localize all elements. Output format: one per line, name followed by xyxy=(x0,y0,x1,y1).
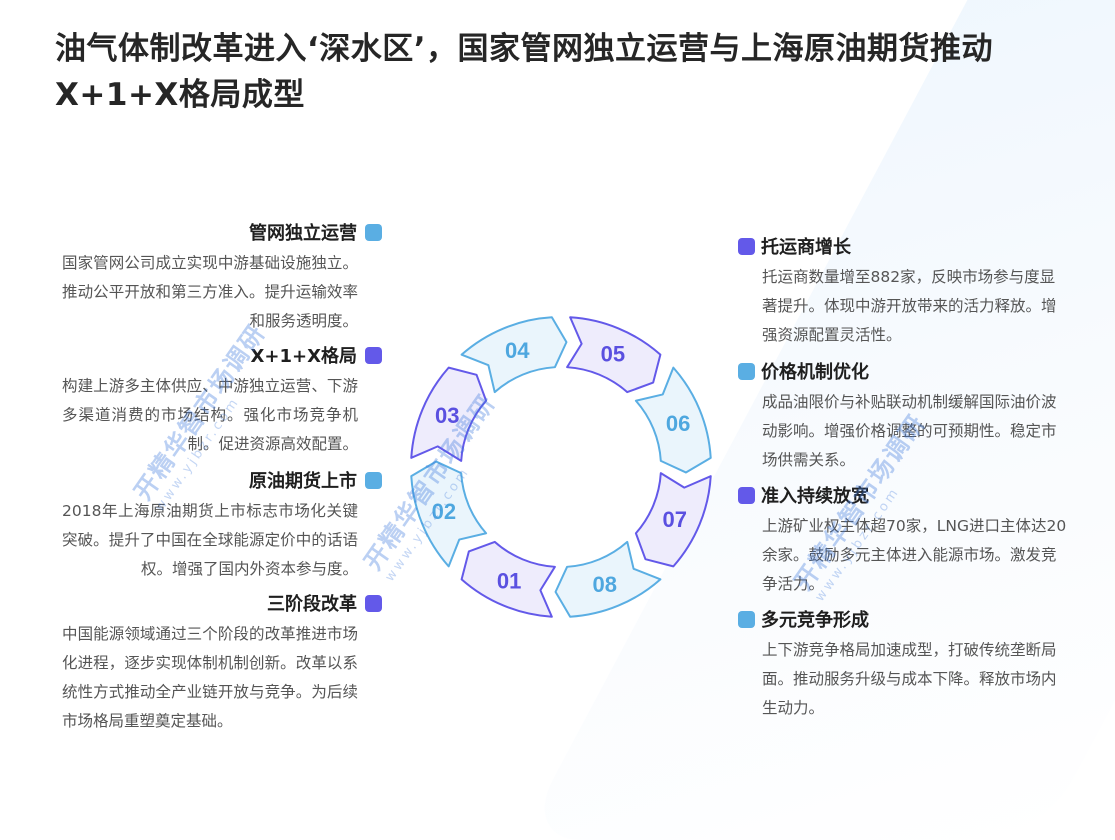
cycle-segment-label: 06 xyxy=(666,411,690,436)
cycle-segment-label: 05 xyxy=(601,341,625,366)
item-title: 管网独立运营 xyxy=(249,223,357,244)
right-item-access: 准入持续放宽 上游矿业权主体超70家，LNG进口主体达20余家。鼓励多元主体进入… xyxy=(738,482,1068,599)
item-description: 国家管网公司成立实现中游基础设施独立。推动公平开放和第三方准入。提升运输效率和服… xyxy=(62,254,358,330)
cycle-arrow-segment-01 xyxy=(460,540,556,618)
square-marker-icon xyxy=(738,610,755,628)
page-title: 油气体制改革进入‘深水区’，国家管网独立运营与上海原油期货推动X+1+X格局成型 xyxy=(55,31,994,113)
square-marker-icon xyxy=(365,471,382,489)
cycle-segments: 01 02 03 04 05 06 07 08 xyxy=(410,316,712,618)
square-marker-icon xyxy=(365,346,382,364)
item-title: 托运商增长 xyxy=(761,237,851,258)
cycle-arrow-segment-05 xyxy=(566,316,662,394)
square-marker-icon xyxy=(365,223,382,241)
cycle-segment-label: 03 xyxy=(435,403,459,428)
square-marker-icon xyxy=(738,362,755,380)
left-item-pipeline: 管网独立运营 国家管网公司成立实现中游基础设施独立。推动公平开放和第三方准入。提… xyxy=(62,219,382,336)
item-title: 价格机制优化 xyxy=(761,362,869,383)
cycle-arrow-segment-08 xyxy=(554,540,662,618)
left-item-futures: 原油期货上市 2018年上海原油期货上市标志市场化关键突破。提升了中国在全球能源… xyxy=(62,467,382,584)
cycle-arrow-segment-07 xyxy=(634,472,712,568)
item-title: 准入持续放宽 xyxy=(761,486,869,507)
item-description: 成品油限价与补贴联动机制缓解国际油价波动影响。增强价格调整的可预期性。稳定市场供… xyxy=(762,393,1057,469)
item-title: 三阶段改革 xyxy=(267,594,357,615)
left-item-x1x: X+1+X格局 构建上游多主体供应、中游独立运营、下游多渠道消费的市场结构。强化… xyxy=(62,342,382,459)
item-description: 2018年上海原油期货上市标志市场化关键突破。提升了中国在全球能源定价中的话语权… xyxy=(62,502,358,578)
cycle-segment-label: 01 xyxy=(497,569,521,594)
item-description: 构建上游多主体供应、中游独立运营、下游多渠道消费的市场结构。强化市场竞争机制。促… xyxy=(62,377,358,453)
square-marker-icon xyxy=(365,594,382,612)
item-description: 上下游竞争格局加速成型，打破传统垄断局面。推动服务升级与成本下降。释放市场内生动… xyxy=(762,641,1057,717)
item-description: 托运商数量增至882家，反映市场参与度显著提升。体现中游开放带来的活力释放。增强… xyxy=(762,268,1057,344)
cycle-segment-label: 08 xyxy=(593,572,617,597)
cycle-segment-label: 02 xyxy=(432,499,456,524)
cycle-arrow-segment-02 xyxy=(410,460,488,568)
cycle-segment-label: 07 xyxy=(663,507,687,532)
square-marker-icon xyxy=(738,237,755,255)
cycle-diagram: 01 02 03 04 05 06 07 08 xyxy=(410,316,712,618)
item-description: 中国能源领域通过三个阶段的改革推进市场化进程，逐步实现体制机制创新。改革以系统性… xyxy=(62,625,358,730)
cycle-arrow-segment-06 xyxy=(634,366,712,474)
item-description: 上游矿业权主体超70家，LNG进口主体达20余家。鼓励多元主体进入能源市场。激发… xyxy=(762,517,1067,593)
square-marker-icon xyxy=(738,486,755,504)
cycle-segment-label: 04 xyxy=(505,338,530,363)
item-title: 多元竞争形成 xyxy=(761,610,869,631)
left-item-three-stage: 三阶段改革 中国能源领域通过三个阶段的改革推进市场化进程，逐步实现体制机制创新。… xyxy=(62,590,382,736)
right-item-competition: 多元竞争形成 上下游竞争格局加速成型，打破传统垄断局面。推动服务升级与成本下降。… xyxy=(738,606,1068,723)
cycle-arrow-segment-04 xyxy=(460,316,568,394)
right-item-shippers: 托运商增长 托运商数量增至882家，反映市场参与度显著提升。体现中游开放带来的活… xyxy=(738,233,1068,350)
item-title: X+1+X格局 xyxy=(250,346,357,367)
item-title: 原油期货上市 xyxy=(249,471,357,492)
cycle-arrow-segment-03 xyxy=(410,366,488,462)
right-item-price: 价格机制优化 成品油限价与补贴联动机制缓解国际油价波动影响。增强价格调整的可预期… xyxy=(738,358,1068,475)
